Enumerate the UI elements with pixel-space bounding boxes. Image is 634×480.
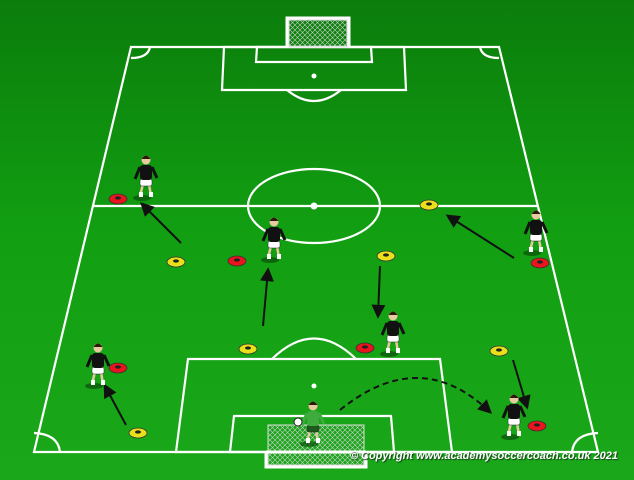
player-figure <box>501 394 527 440</box>
arrow-run <box>512 359 531 410</box>
centre-circle <box>246 167 382 245</box>
red-cone <box>227 255 247 267</box>
players-layer <box>85 155 549 447</box>
red-cone <box>108 193 128 205</box>
corner-arc-top-left <box>130 46 152 60</box>
yellow-cone <box>238 343 258 355</box>
top-goal <box>285 16 351 48</box>
corner-arc-bottom-left <box>33 431 62 453</box>
red-cone <box>530 257 550 269</box>
arrow-run <box>371 265 386 319</box>
yellow-cone <box>128 427 148 439</box>
goalkeeper-figure <box>300 401 326 447</box>
bottom-goal-area <box>228 414 396 454</box>
cones-layer <box>108 193 550 439</box>
player-figure <box>261 217 287 263</box>
arrow-run <box>445 214 515 259</box>
corner-arc-bottom-right <box>570 431 599 453</box>
bottom-penalty-arc <box>271 337 357 360</box>
yellow-cone <box>489 345 509 357</box>
player-figure <box>380 311 406 357</box>
red-cone <box>355 342 375 354</box>
red-cone <box>108 362 128 374</box>
player-figure <box>85 343 111 389</box>
player-figure <box>133 155 159 201</box>
copyright-notice: © Copyright www.academysoccercoach.co.uk… <box>349 450 618 462</box>
yellow-cone <box>419 199 439 211</box>
arrow-run <box>103 383 127 426</box>
yellow-cone <box>166 256 186 268</box>
top-penalty-arc <box>286 89 342 102</box>
centre-spot <box>310 202 318 210</box>
player-figure <box>523 210 549 256</box>
movement-arrows <box>103 202 531 426</box>
arrow-run <box>140 202 182 244</box>
red-cone <box>527 420 547 432</box>
bottom-penalty-spot <box>311 383 317 389</box>
arrow-pass-dashed <box>339 377 493 414</box>
top-penalty-spot <box>311 73 317 79</box>
arrow-run <box>260 267 274 327</box>
ball <box>293 417 303 427</box>
yellow-cone <box>376 250 396 262</box>
corner-arc-top-right <box>478 46 500 60</box>
